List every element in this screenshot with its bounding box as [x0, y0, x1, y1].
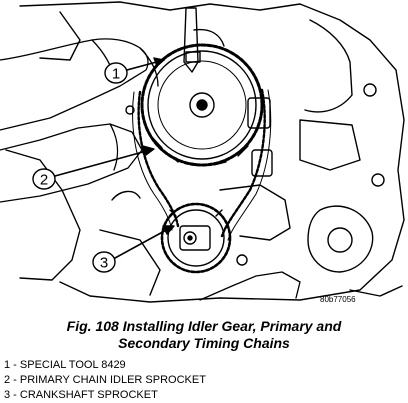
hand-illustration: [0, 38, 301, 301]
image-code: 80b77056: [320, 295, 356, 304]
callout-2: 2: [32, 145, 155, 190]
primary-chain-idler-sprocket: [140, 43, 264, 167]
legend-item-3: 3 - CRANKSHAFT SPROCKET: [4, 389, 158, 401]
callout-1-number: 1: [112, 66, 120, 83]
legend-item-1: 1 - SPECIAL TOOL 8429: [4, 359, 126, 371]
engine-block-outline: [5, 1, 405, 303]
legend-item-2: 2 - PRIMARY CHAIN IDLER SPROCKET: [4, 374, 206, 386]
figure-caption-line-1: Fig. 108 Installing Idler Gear, Primary …: [66, 318, 342, 334]
crankshaft-sprocket: [160, 202, 232, 274]
legend: 1 - SPECIAL TOOL 8429 2 - PRIMARY CHAIN …: [4, 358, 206, 403]
callout-2-number: 2: [40, 172, 48, 189]
callout-3-number: 3: [100, 255, 108, 272]
callout-1: 1: [104, 57, 165, 84]
engine-timing-diagram: 1 2 3: [0, 1, 405, 303]
figure-caption-line-2: Secondary Timing Chains: [118, 335, 290, 351]
callout-3: 3: [92, 225, 175, 273]
